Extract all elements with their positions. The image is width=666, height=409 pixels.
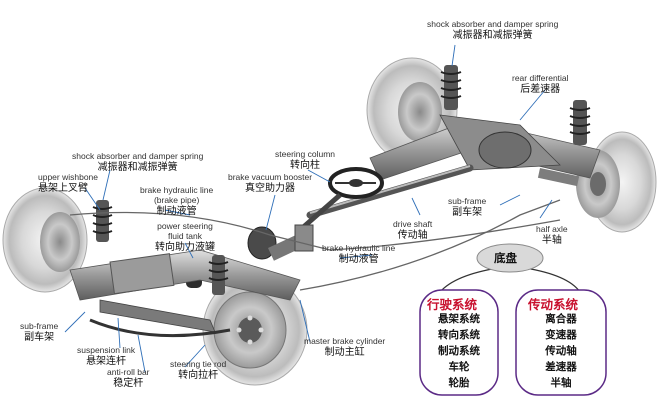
label-ps-tank-en: power steering xyxy=(157,221,213,231)
label-suspension-link-zh: 悬架连杆 xyxy=(86,355,127,367)
label-brake-line-front-en2: (brake pipe) xyxy=(153,194,200,205)
label-tie-rod: steering tie rod 转向拉杆 xyxy=(170,359,227,381)
transmission-item-5: 半轴 xyxy=(550,377,572,389)
label-brake-line-front: brake hydraulic line (brake pipe) 制动液管 xyxy=(140,185,214,217)
label-master-cyl-zh: 制动主缸 xyxy=(324,346,365,358)
label-shock-left: shock absorber and damper spring 减振器和减振弹… xyxy=(72,151,204,173)
label-antiroll-en: anti-roll bar xyxy=(107,367,150,377)
chassis-root-label: 底盘 xyxy=(494,251,517,265)
label-half-axle-en: half axle xyxy=(536,224,568,234)
label-brake-booster: brake vacuum booster 真空助力器 xyxy=(228,172,313,194)
label-half-axle-zh: 半轴 xyxy=(541,234,562,246)
label-shock-left-en: shock absorber and damper spring xyxy=(72,151,204,161)
chassis-bubble xyxy=(476,243,544,273)
running-item-4: 车轮 xyxy=(448,361,470,373)
running-item-1: 悬架系统 xyxy=(438,313,480,325)
anti-roll-bar xyxy=(89,318,231,338)
label-brake-booster-en: brake vacuum booster xyxy=(228,172,313,182)
front-left-wheel xyxy=(2,187,88,293)
brake-line xyxy=(69,211,561,251)
label-steering-column-en: steering column xyxy=(275,149,336,159)
label-subframe-rear-en: sub-frame xyxy=(448,196,487,206)
label-brake-line-mid-en: brake hydraulic line xyxy=(322,243,396,253)
label-subframe-front-en: sub-frame xyxy=(20,321,59,331)
label-rear-diff-en: rear differential xyxy=(512,73,569,83)
label-upper-wishbone-zh: 悬架上叉臂 xyxy=(38,182,88,194)
transmission-item-4: 差速器 xyxy=(545,361,577,373)
label-shock-left-zh: 减振器和减振弹簧 xyxy=(97,161,178,173)
rear-shock-left xyxy=(440,65,462,110)
label-brake-line-mid-zh: 制动液管 xyxy=(338,253,379,265)
running-system-box xyxy=(419,289,499,396)
label-subframe-rear: sub-frame 副车架 xyxy=(448,196,487,218)
label-antiroll-zh: 稳定杆 xyxy=(113,377,144,389)
label-drive-shaft-zh: 传动轴 xyxy=(397,229,428,241)
label-master-cyl: master brake cylinder 制动主缸 xyxy=(304,336,386,358)
label-half-axle: half axle 半轴 xyxy=(536,224,568,246)
front-subframe xyxy=(69,249,301,333)
label-ps-tank-en2: fluid tank xyxy=(167,230,203,241)
running-item-2: 转向系统 xyxy=(438,329,480,341)
rear-subframe xyxy=(369,114,601,187)
label-suspension-link: suspension link 悬架连杆 xyxy=(77,345,136,367)
front-shock-left xyxy=(92,200,113,242)
label-upper-wishbone: upper wishbone 悬架上叉臂 xyxy=(38,172,99,194)
rear-shock-right xyxy=(569,100,591,145)
label-rear-diff-zh: 后差速器 xyxy=(520,83,561,95)
label-shock-top-zh: 减振器和减振弹簧 xyxy=(452,29,533,41)
transmission-system-title: 传动系统 xyxy=(528,297,579,312)
label-ps-tank-zh: 转向助力液罐 xyxy=(155,241,215,253)
label-steering-column-zh: 转向柱 xyxy=(290,159,320,171)
running-system-title: 行驶系统 xyxy=(427,297,478,312)
steering-wheel xyxy=(298,167,384,232)
rear-right-wheel xyxy=(576,131,657,233)
label-brake-booster-zh: 真空助力器 xyxy=(245,182,296,194)
leader-lines xyxy=(64,44,553,373)
front-shock-right xyxy=(208,255,229,295)
label-rear-diff: rear differential 后差速器 xyxy=(512,73,569,95)
label-subframe-rear-zh: 副车架 xyxy=(452,206,483,218)
running-item-5: 轮胎 xyxy=(448,377,470,389)
label-tie-rod-en: steering tie rod xyxy=(170,359,227,369)
transmission-item-2: 变速器 xyxy=(545,329,577,341)
label-antiroll: anti-roll bar 稳定杆 xyxy=(107,367,150,389)
running-item-3: 制动系统 xyxy=(438,345,480,357)
transmission-item-3: 传动轴 xyxy=(545,345,577,357)
label-subframe-front-zh: 副车架 xyxy=(24,331,55,343)
label-drive-shaft-en: drive shaft xyxy=(393,219,433,229)
label-drive-shaft: drive shaft 传动轴 xyxy=(393,219,433,241)
label-master-cyl-en: master brake cylinder xyxy=(304,336,386,346)
transmission-system-box xyxy=(515,289,607,396)
label-upper-wishbone-en: upper wishbone xyxy=(38,172,99,182)
label-shock-top-en: shock absorber and damper spring xyxy=(427,19,559,29)
label-steering-column: steering column 转向柱 xyxy=(275,149,336,171)
drive-shaft xyxy=(306,164,474,219)
label-brake-line-front-zh: 制动液管 xyxy=(156,205,197,217)
label-ps-tank: power steering fluid tank 转向助力液罐 xyxy=(155,221,215,253)
transmission-item-1: 离合器 xyxy=(545,313,577,325)
label-tie-rod-zh: 转向拉杆 xyxy=(178,369,219,381)
label-brake-line-front-en: brake hydraulic line xyxy=(140,185,214,195)
brake-line-2 xyxy=(299,199,561,291)
label-suspension-link-en: suspension link xyxy=(77,345,136,355)
label-shock-top: shock absorber and damper spring 减振器和减振弹… xyxy=(427,19,559,41)
label-subframe-front: sub-frame 副车架 xyxy=(20,321,59,343)
label-brake-line-mid: brake hydraulic line 制动液管 xyxy=(322,243,396,265)
